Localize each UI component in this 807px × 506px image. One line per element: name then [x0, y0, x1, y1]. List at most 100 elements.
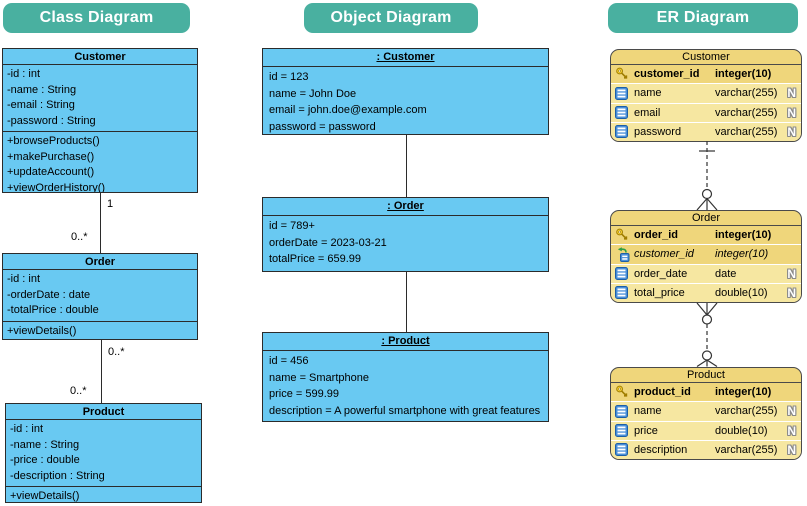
slots-compartment: id = 123 name = John Doe email = john.do… — [263, 67, 548, 134]
operations-compartment: +viewDetails() — [3, 322, 197, 340]
er-column-name: password — [634, 125, 682, 138]
er-entity-customer: Customer customer_id integer(10) name va… — [610, 49, 802, 142]
object-slot: totalPrice = 659.99 — [269, 253, 362, 265]
primary-key-icon — [615, 385, 630, 399]
object-slot: email = john.doe@example.com — [269, 104, 427, 116]
er-column-type: varchar(255) — [715, 87, 778, 100]
er-column-type: double(10) — [715, 286, 768, 299]
primary-key-icon — [615, 228, 630, 242]
object-slot: id = 789+ — [269, 220, 315, 232]
object-slot: name = Smartphone — [269, 371, 369, 384]
nullable-indicator: N — [787, 124, 796, 139]
object-slot: id = 123 — [269, 71, 309, 83]
section-header-class-diagram: Class Diagram — [3, 3, 190, 33]
er-columns: product_id integer(10) name varchar(255)… — [611, 383, 801, 459]
er-column-type: varchar(255) — [715, 443, 778, 456]
nullable-indicator: N — [787, 423, 796, 438]
er-column-name: customer_id — [634, 248, 694, 261]
er-column-row: name varchar(255) N — [611, 83, 801, 103]
er-relationship-order-product — [696, 302, 718, 367]
er-column-row: price double(10) N — [611, 420, 801, 440]
er-column-type: varchar(255) — [715, 125, 778, 138]
class-attribute: -id : int — [7, 68, 41, 80]
class-operation: +browseProducts() — [7, 135, 100, 147]
class-attribute: -description : String — [10, 469, 105, 482]
er-column-name: order_id — [634, 229, 679, 242]
object-name: : Order — [263, 198, 548, 216]
class-attribute: -name : String — [10, 438, 80, 451]
object-name: : Customer — [263, 49, 548, 67]
multiplicity-label: 0..* — [70, 385, 87, 397]
er-column-name: description — [634, 443, 688, 456]
er-column-type: varchar(255) — [715, 106, 778, 119]
er-column-row: order_date date N — [611, 263, 801, 283]
column-icon — [615, 86, 630, 100]
attributes-compartment: -id : int -name : String -email : String… — [3, 65, 197, 132]
class-operation: +viewOrderHistory() — [7, 181, 106, 193]
nullable-indicator: N — [787, 105, 796, 120]
operations-compartment: +browseProducts() +makePurchase() +updat… — [3, 132, 197, 193]
er-relationship-customer-order — [696, 141, 718, 211]
er-column-name: price — [634, 424, 658, 437]
nullable-indicator: N — [787, 404, 796, 419]
column-icon — [615, 443, 630, 457]
class-operation: +viewDetails() — [7, 324, 77, 337]
nullable-indicator: N — [787, 285, 796, 300]
class-attribute: -name : String — [7, 83, 77, 96]
object-slot: price = 599.99 — [269, 388, 340, 400]
er-entity-name: Customer — [611, 50, 801, 65]
section-header-object-diagram: Object Diagram — [304, 3, 478, 33]
er-column-row: order_id integer(10) — [611, 226, 801, 244]
er-column-type: integer(10) — [715, 229, 772, 242]
column-icon — [615, 424, 630, 438]
er-column-type: integer(10) — [715, 248, 769, 261]
er-column-row: email varchar(255) N — [611, 102, 801, 122]
er-columns: order_id integer(10) customer_id integer… — [611, 226, 801, 302]
foreign-key-icon — [615, 247, 630, 262]
er-entity-name: Product — [611, 368, 801, 383]
section-header-er-diagram: ER Diagram — [608, 3, 798, 33]
class-node-product: Product -id : int -name : String -price … — [5, 403, 202, 503]
object-slot: description = A powerful smartphone with… — [269, 404, 541, 417]
class-attribute: -password : String — [7, 114, 96, 127]
er-column-row: customer_id integer(10) — [611, 244, 801, 263]
er-column-type: integer(10) — [715, 386, 772, 399]
er-column-name: email — [634, 106, 661, 119]
link-order-product — [406, 272, 407, 332]
er-column-name: customer_id — [634, 68, 700, 81]
nullable-indicator: N — [787, 86, 796, 101]
er-column-type: date — [715, 267, 737, 280]
er-column-row: password varchar(255) N — [611, 121, 801, 141]
link-customer-order — [406, 135, 407, 197]
column-icon — [615, 286, 630, 300]
class-operation: +makePurchase() — [7, 150, 95, 163]
column-icon — [615, 267, 630, 281]
class-attribute: -email : String — [7, 99, 75, 111]
column-icon — [615, 106, 630, 120]
association-order-product — [101, 340, 102, 403]
class-operation: +viewDetails() — [10, 490, 80, 502]
er-column-name: name — [634, 87, 662, 100]
slots-compartment: id = 456 name = Smartphone price = 599.9… — [263, 351, 548, 419]
object-node-customer: : Customer id = 123 name = John Doe emai… — [262, 48, 549, 135]
er-column-type: double(10) — [715, 424, 768, 437]
multiplicity-label: 0..* — [71, 231, 88, 243]
object-slot: name = John Doe — [269, 87, 357, 100]
er-columns: customer_id integer(10) name varchar(255… — [611, 65, 801, 141]
class-attribute: -id : int — [7, 273, 41, 285]
er-column-name: total_price — [634, 286, 685, 299]
class-name: Order — [3, 254, 197, 270]
class-node-customer: Customer -id : int -name : String -email… — [2, 48, 198, 193]
er-column-name: order_date — [634, 267, 688, 280]
er-column-row: description varchar(255) N — [611, 439, 801, 459]
er-column-name: name — [634, 405, 662, 418]
nullable-indicator: N — [787, 442, 796, 457]
slots-compartment: id = 789+ orderDate = 2023-03-21 totalPr… — [263, 216, 548, 268]
column-icon — [615, 125, 630, 139]
object-slot: id = 456 — [269, 355, 309, 367]
class-operation: +updateAccount() — [7, 166, 95, 178]
er-entity-product: Product product_id integer(10) name varc… — [610, 367, 802, 460]
class-attribute: -price : double — [10, 454, 80, 466]
operations-compartment: +viewDetails() — [6, 487, 201, 502]
